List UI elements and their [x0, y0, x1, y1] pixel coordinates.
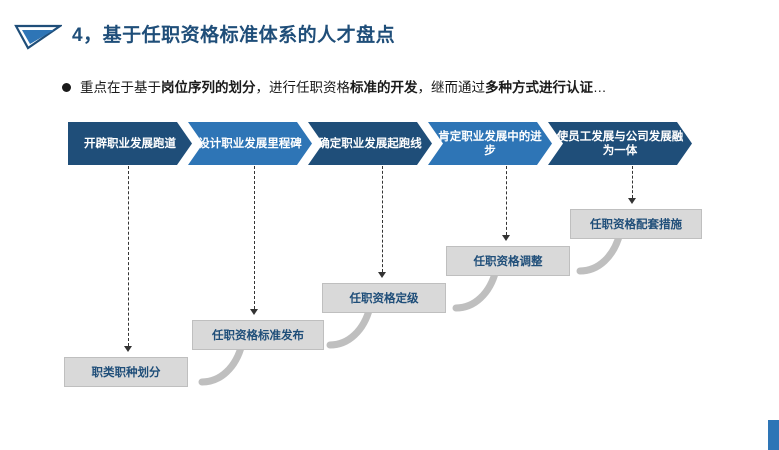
- step-box-5-label: 任职资格配套措施: [590, 219, 682, 231]
- connector-line-1: [128, 166, 129, 346]
- step-box-5[interactable]: 任职资格配套措施: [570, 209, 702, 239]
- bullet-mid-2: ，继而通过: [417, 80, 486, 95]
- chevron-step-1-label: 开辟职业发展跑道: [84, 137, 176, 150]
- step-box-1[interactable]: 职类职种划分: [64, 357, 188, 387]
- connector-line-3: [382, 166, 383, 272]
- bullet-suffix: …: [593, 80, 607, 95]
- corner-accent-bar: [768, 420, 779, 450]
- title-arrow-icon: [14, 24, 62, 50]
- chevron-step-5[interactable]: 使员工发展与公司发展融为一体: [548, 122, 692, 165]
- step-box-1-label: 职类职种划分: [91, 367, 161, 379]
- connector-arrow-5: [628, 198, 636, 204]
- connector-arrow-4: [502, 235, 510, 241]
- chevron-step-2-label: 设计职业发展里程碑: [198, 137, 302, 150]
- connector-arrow-3: [378, 272, 386, 278]
- bullet-mid-1: ，进行任职资格: [255, 80, 351, 95]
- bullet-bold-1: 岗位序列的划分: [161, 80, 256, 95]
- chevron-step-4[interactable]: 肯定职业发展中的进步: [428, 122, 552, 165]
- connector-line-2: [254, 166, 255, 309]
- chevron-step-3-label: 确定职业发展起跑线: [318, 137, 422, 150]
- step-box-2-label: 任职资格标准发布: [212, 330, 304, 342]
- connector-line-5: [632, 166, 633, 198]
- connector-arrow-1: [124, 346, 132, 352]
- bullet-text: 重点在于基于岗位序列的划分，进行任职资格标准的开发，继而通过多种方式进行认证…: [80, 76, 607, 96]
- step-box-3-label: 任职资格定级: [349, 293, 419, 305]
- step-box-3[interactable]: 任职资格定级: [322, 283, 446, 313]
- chevron-step-1[interactable]: 开辟职业发展跑道: [68, 122, 192, 165]
- bullet-bold-3: 多种方式进行认证: [485, 80, 593, 95]
- connector-arrow-2: [250, 309, 258, 315]
- chevron-step-5-label: 使员工发展与公司发展融为一体: [556, 130, 684, 157]
- page-title: 4，基于任职资格标准体系的人才盘点: [72, 25, 396, 46]
- chevron-step-3[interactable]: 确定职业发展起跑线: [308, 122, 432, 165]
- step-box-4-label: 任职资格调整: [473, 256, 543, 268]
- bullet-dot-icon: [62, 83, 71, 92]
- bullet-prefix: 重点在于基于: [80, 80, 161, 95]
- step-box-4[interactable]: 任职资格调整: [446, 246, 570, 276]
- connector-line-4: [506, 166, 507, 235]
- bullet-bold-2: 标准的开发: [350, 80, 418, 95]
- chevron-step-4-label: 肯定职业发展中的进步: [438, 130, 542, 157]
- step-box-2[interactable]: 任职资格标准发布: [192, 320, 324, 350]
- chevron-step-2[interactable]: 设计职业发展里程碑: [188, 122, 312, 165]
